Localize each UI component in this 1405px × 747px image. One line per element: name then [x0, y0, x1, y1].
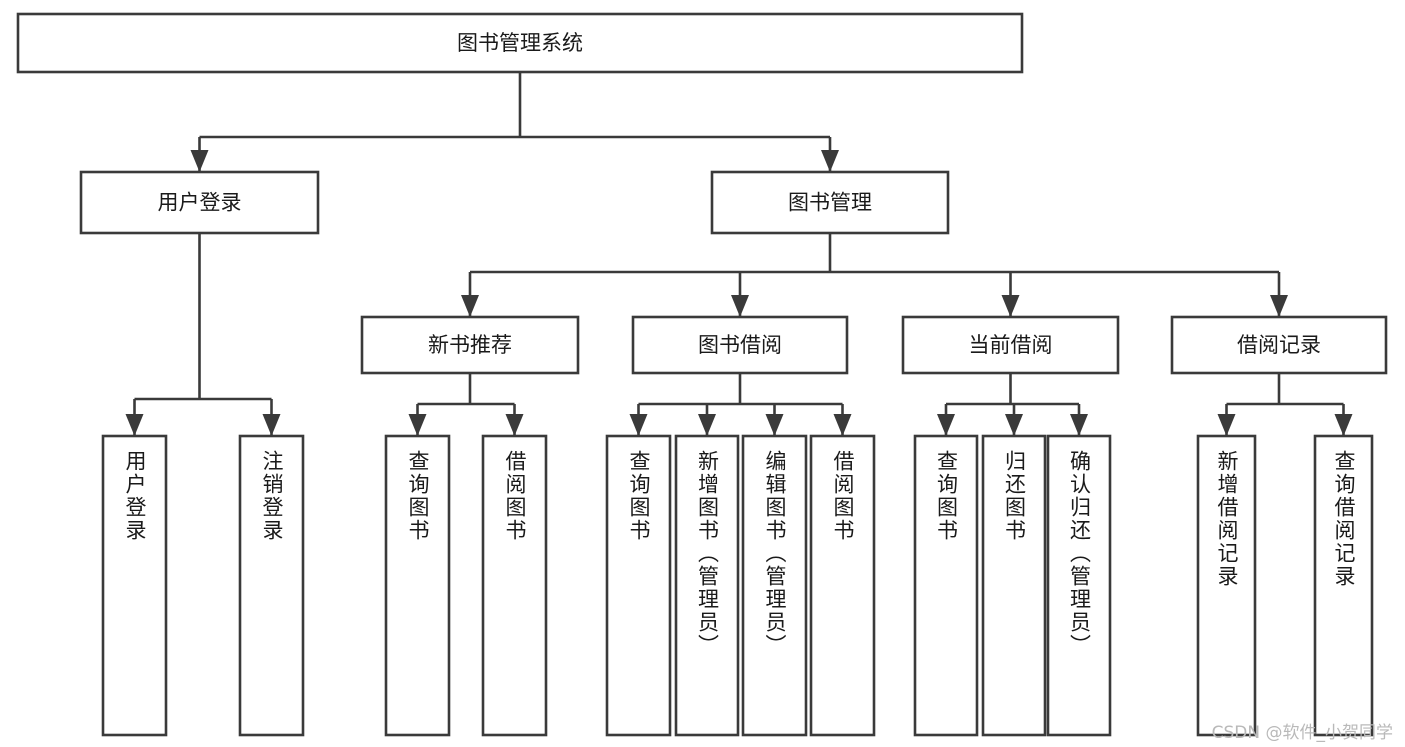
arrow-head-icon — [937, 414, 955, 436]
arrow-head-icon — [1001, 295, 1020, 317]
arrow-head-icon — [461, 295, 479, 317]
node-box-current-borrow[interactable] — [901, 315, 1120, 375]
arrow-head-icon — [1334, 414, 1353, 436]
node-label-new-book-rec: 新书推荐 — [428, 333, 512, 357]
arrow-head-icon — [505, 414, 524, 436]
arrow-head-icon — [190, 150, 209, 172]
node-label-borrow-record: 借阅记录 — [1237, 333, 1321, 357]
arrow-head-icon — [262, 414, 281, 436]
node-box-book-borrow[interactable] — [631, 315, 849, 375]
leaf-box-leaf-query-book-2[interactable] — [605, 434, 672, 737]
node-box-borrow-record[interactable] — [1170, 315, 1388, 375]
node-label-root: 图书管理系统 — [457, 31, 583, 55]
leaf-box-leaf-user-login[interactable] — [101, 434, 168, 737]
arrow-head-icon — [731, 295, 749, 317]
arrow-head-icon — [1005, 414, 1023, 436]
node-box-root[interactable] — [16, 12, 1024, 74]
arrow-head-icon — [1217, 414, 1236, 436]
node-label-current-borrow: 当前借阅 — [969, 333, 1053, 357]
leaf-box-leaf-borrow-book-2[interactable] — [809, 434, 876, 737]
node-box-user-login[interactable] — [79, 170, 320, 235]
leaf-box-leaf-borrow-book-1[interactable] — [481, 434, 548, 737]
leaf-box-leaf-add-record[interactable] — [1196, 434, 1257, 737]
leaf-box-leaf-confirm-return[interactable] — [1046, 434, 1112, 737]
node-label-user-login: 用户登录 — [158, 191, 242, 215]
leaf-box-leaf-add-book[interactable] — [674, 434, 740, 737]
arrow-head-icon — [1270, 295, 1288, 317]
arrow-head-icon — [408, 414, 427, 436]
node-label-book-manage: 图书管理 — [788, 191, 872, 215]
node-label-book-borrow: 图书借阅 — [698, 333, 782, 357]
csdn-watermark: CSDN @软件_小贺同学 — [1211, 723, 1393, 743]
leaf-box-leaf-return-book[interactable] — [981, 434, 1047, 737]
arrow-head-icon — [1070, 414, 1088, 436]
arrow-head-icon — [833, 414, 852, 436]
connectors-layer — [125, 72, 1353, 436]
node-box-new-book-rec[interactable] — [360, 315, 580, 375]
arrow-head-icon — [765, 414, 784, 436]
arrow-head-icon — [821, 150, 839, 172]
arrow-head-icon — [125, 414, 144, 436]
arrow-head-icon — [629, 414, 648, 436]
leaf-box-leaf-query-book-3[interactable] — [913, 434, 979, 737]
leaf-box-leaf-logout[interactable] — [238, 434, 305, 737]
boxes-layer — [16, 12, 1388, 737]
node-box-book-manage[interactable] — [710, 170, 950, 235]
leaf-box-leaf-query-book-1[interactable] — [384, 434, 451, 737]
leaf-box-leaf-query-record[interactable] — [1313, 434, 1374, 737]
arrow-head-icon — [698, 414, 716, 436]
leaf-box-leaf-edit-book[interactable] — [741, 434, 808, 737]
